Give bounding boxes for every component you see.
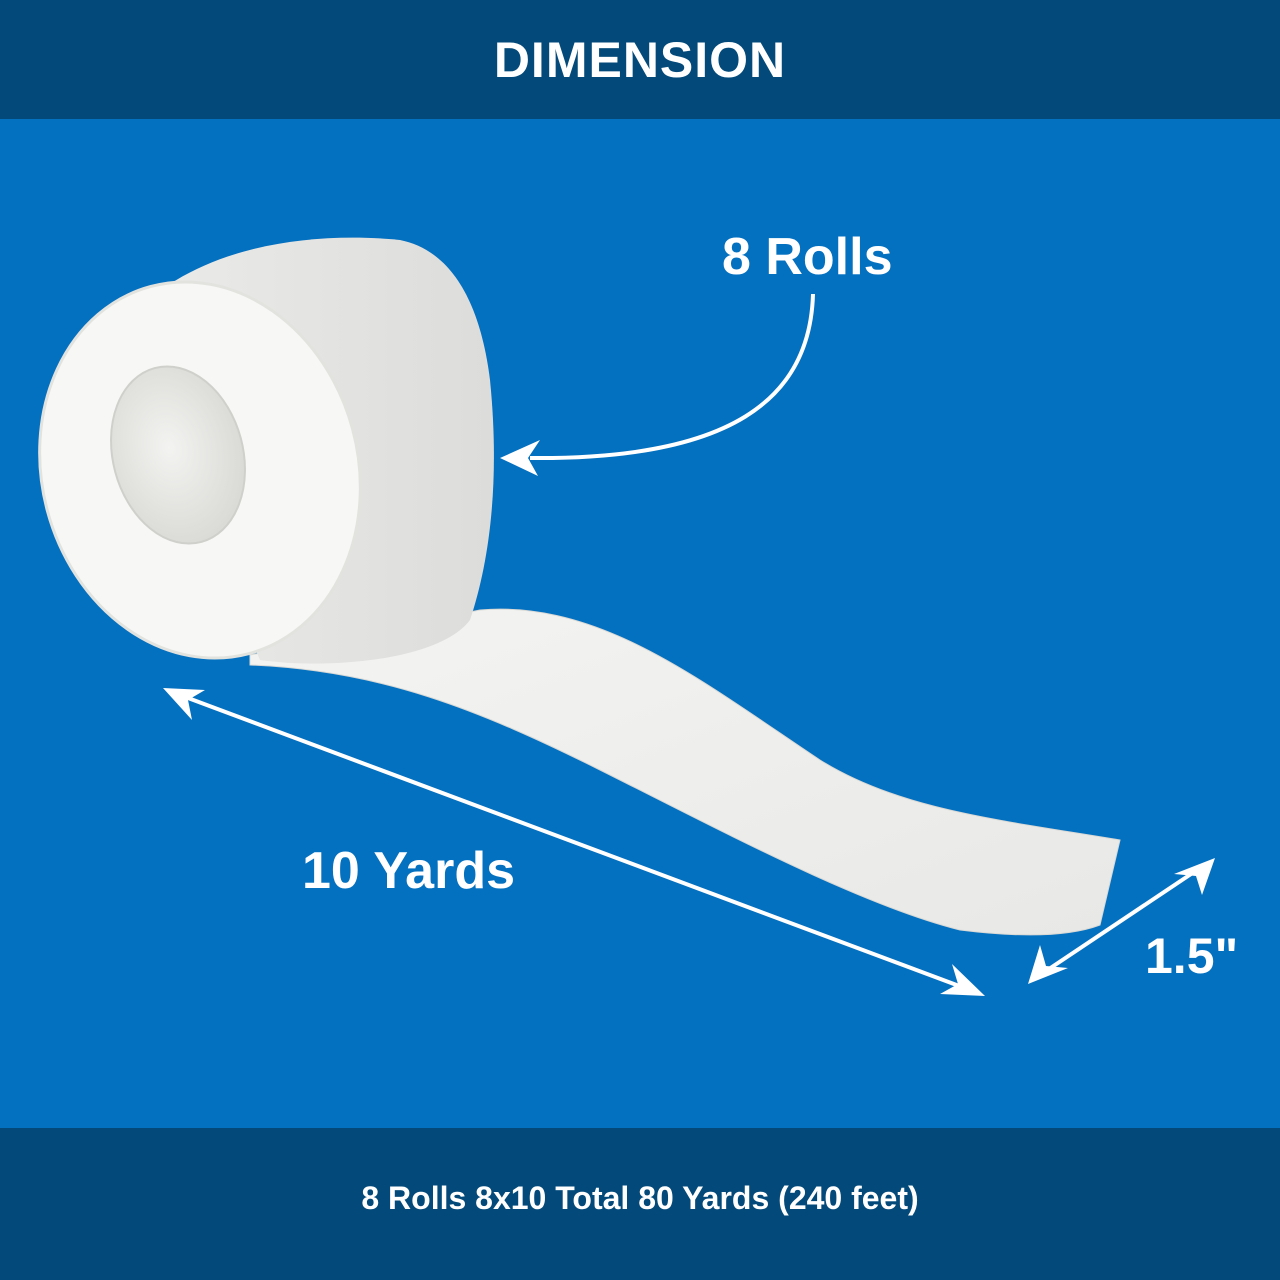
- tape-roll-image: [38, 237, 1215, 996]
- width-arrowhead-start: [1028, 945, 1068, 984]
- footer-summary: 8 Rolls 8x10 Total 80 Yards (240 feet): [361, 1179, 919, 1216]
- width-arrowhead-end: [1174, 858, 1215, 895]
- length-label: 10 Yards: [302, 842, 516, 900]
- width-label: 1.5": [1145, 928, 1239, 984]
- curved-arrowhead: [500, 440, 540, 476]
- page-title: DIMENSION: [493, 31, 787, 88]
- curved-arrow: [529, 293, 815, 461]
- roll-core: [110, 365, 246, 545]
- tape-strip: [249, 608, 1121, 936]
- footer-banner: 8 Rolls 8x10 Total 80 Yards (240 feet): [0, 1128, 1280, 1280]
- product-illustration: 8 Rolls 10 Yards 1.5": [0, 119, 1280, 1128]
- length-arrow-line: [179, 693, 971, 992]
- length-arrowhead-end: [940, 964, 985, 996]
- rolls-label: 8 Rolls: [722, 228, 893, 286]
- header-banner: DIMENSION: [0, 0, 1280, 119]
- length-arrowhead-start: [163, 688, 205, 720]
- width-arrow-line: [1038, 866, 1202, 977]
